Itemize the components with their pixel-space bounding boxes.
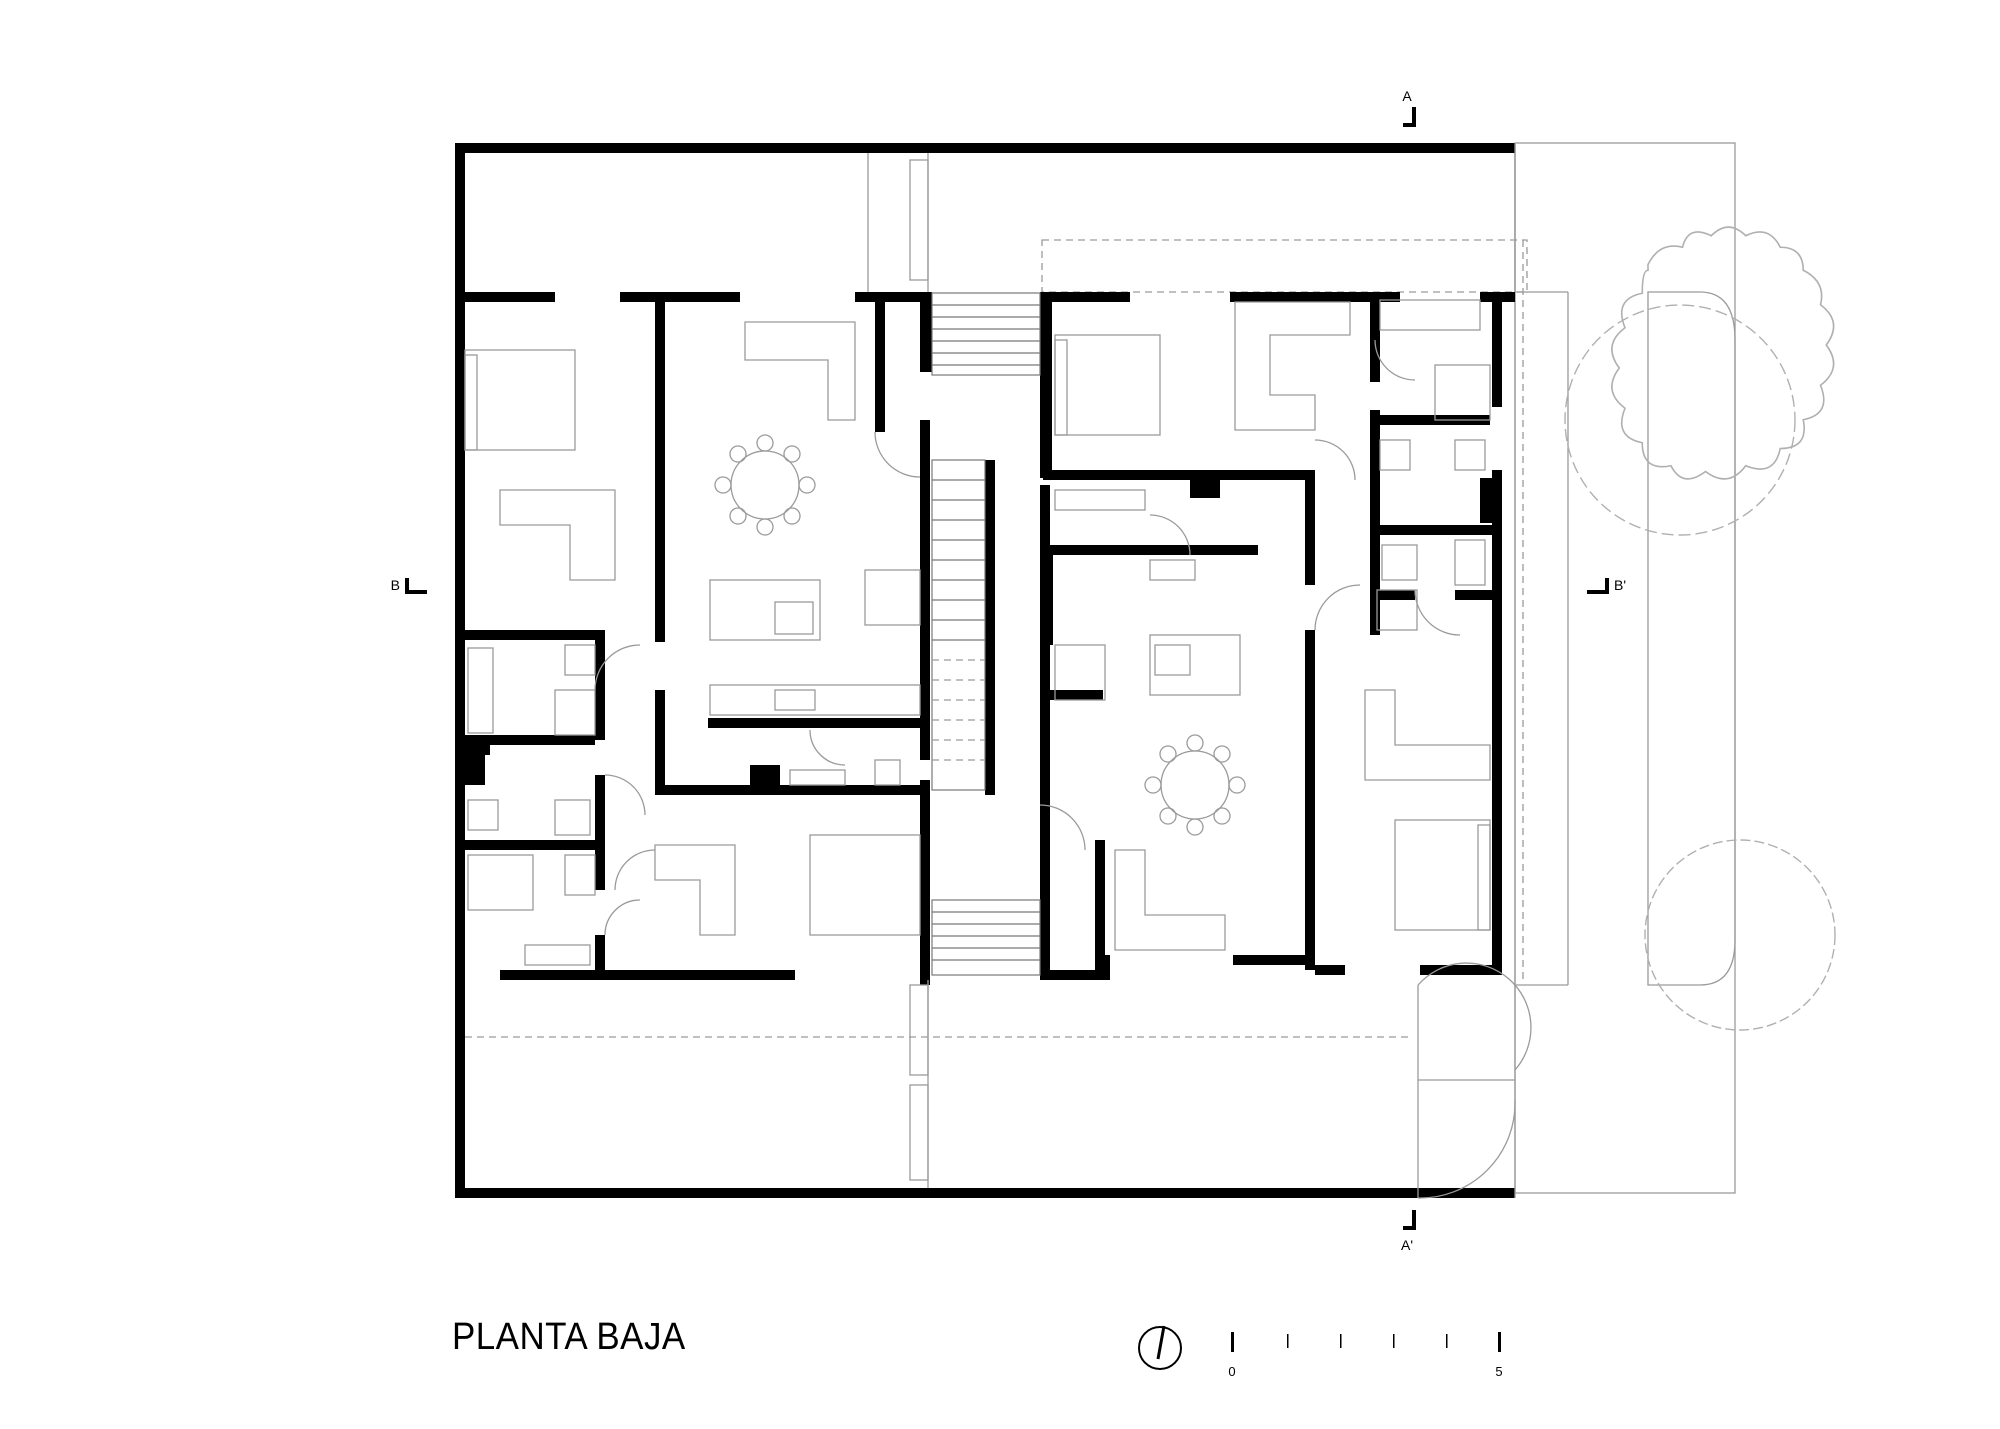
section-marker-a-bottom: A' (1401, 1210, 1416, 1253)
exterior-walls (455, 143, 1516, 1198)
section-label-b-prime: B' (1614, 577, 1626, 593)
scale-start-label: 0 (1228, 1364, 1235, 1379)
section-label-a: A (1402, 88, 1412, 104)
scale-end-label: 5 (1495, 1364, 1502, 1379)
stairs (931, 292, 1041, 976)
section-marker-b-right: B' (1587, 577, 1626, 594)
interior-walls (455, 292, 1515, 985)
furniture (464, 299, 1491, 966)
tree-icon (1611, 226, 1835, 480)
section-marker-a-top: A (1402, 88, 1416, 127)
drawing-title: PLANTA BAJA (452, 1316, 686, 1358)
planters (867, 153, 929, 1188)
section-label-a-prime: A' (1401, 1237, 1413, 1253)
north-arrow-icon (1138, 1325, 1182, 1370)
site-lines (1514, 142, 1736, 1194)
section-marker-b-left: B (391, 577, 427, 594)
section-label-b: B (391, 577, 400, 593)
tree-icon (1644, 839, 1836, 1031)
scale-bar: 0 5 (1228, 1332, 1503, 1379)
tree-icon (1564, 304, 1796, 536)
door-swings (594, 339, 1532, 1199)
